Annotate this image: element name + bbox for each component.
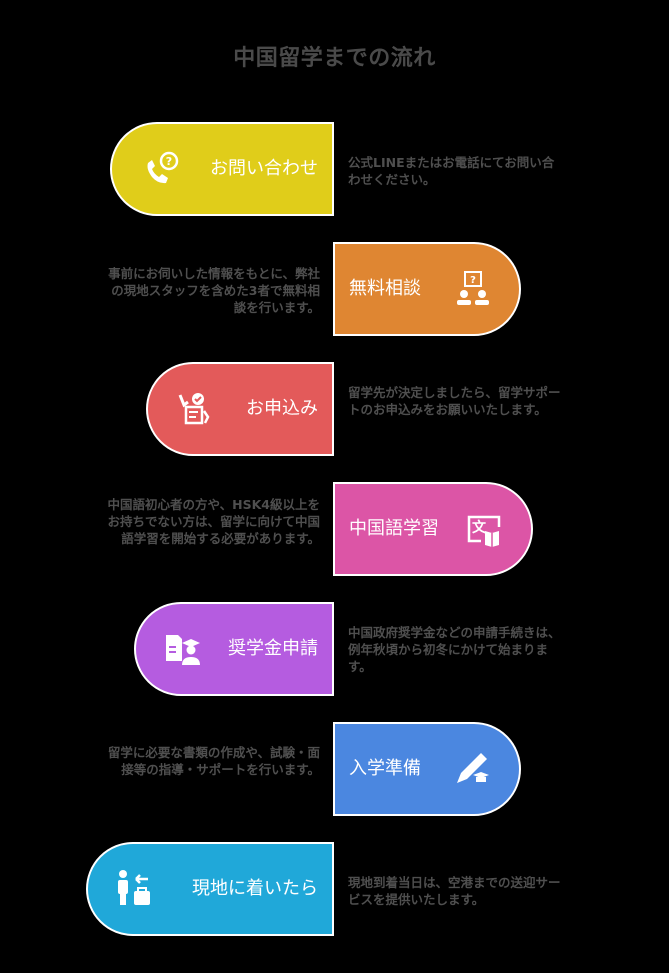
phone-question-icon: ? [147,151,179,184]
step-scholarship: 奨学金申請 [134,602,334,696]
step-description: 現地到着当日は、空港までの送迎サービスを提供いたします。 [348,875,561,907]
step-description: 留学に必要な書類の作成や、試験・面接等の指導・サポートを行います。 [107,745,320,777]
step-description: 中国語初心者の方や、HSK4級以上をお持ちでない方は、留学に向けて中国語学習を開… [107,497,320,546]
step-label: 中国語学習 [349,518,439,539]
svg-text:?: ? [166,155,172,168]
application-form-icon [178,393,210,425]
step-label: 無料相談 [349,278,421,299]
step-consultation: ? 無料相談 [333,242,521,336]
svg-text:?: ? [470,275,476,286]
consultation-icon: ? [457,271,489,305]
step-application: お申込み [146,362,334,456]
step-description: 留学先が決定しましたら、留学サポートのお申込みをお願いいたします。 [348,385,561,417]
step-enrollment-prep: 入学準備 [333,722,521,816]
step-label: 入学準備 [349,758,421,779]
step-label: 奨学金申請 [228,638,318,659]
step-label: お問い合わせ [210,158,318,179]
step-description: 中国政府奨学金などの申請手続きは、例年秋頃から初冬にかけて始まります。 [348,625,561,674]
step-description: 公式LINEまたはお電話にてお問い合わせください。 [348,155,555,187]
enrollment-prep-icon [457,753,489,783]
page-title: 中国留学までの流れ [233,46,436,71]
language-learning-icon: 文 [467,515,501,547]
step-inquiry: ? お問い合わせ [110,122,334,216]
step-description: 事前にお伺いした情報をもとに、弊社の現地スタッフを含めた3者で無料相談を行います… [108,266,320,315]
scholarship-icon [166,635,200,665]
arrival-luggage-icon [118,870,150,905]
step-label: お申込み [246,398,318,419]
step-label: 現地に着いたら [192,878,318,899]
step-language-study: 文 中国語学習 [333,482,533,576]
svg-text:文: 文 [472,519,487,536]
step-arrival: 現地に着いたら [86,842,334,936]
